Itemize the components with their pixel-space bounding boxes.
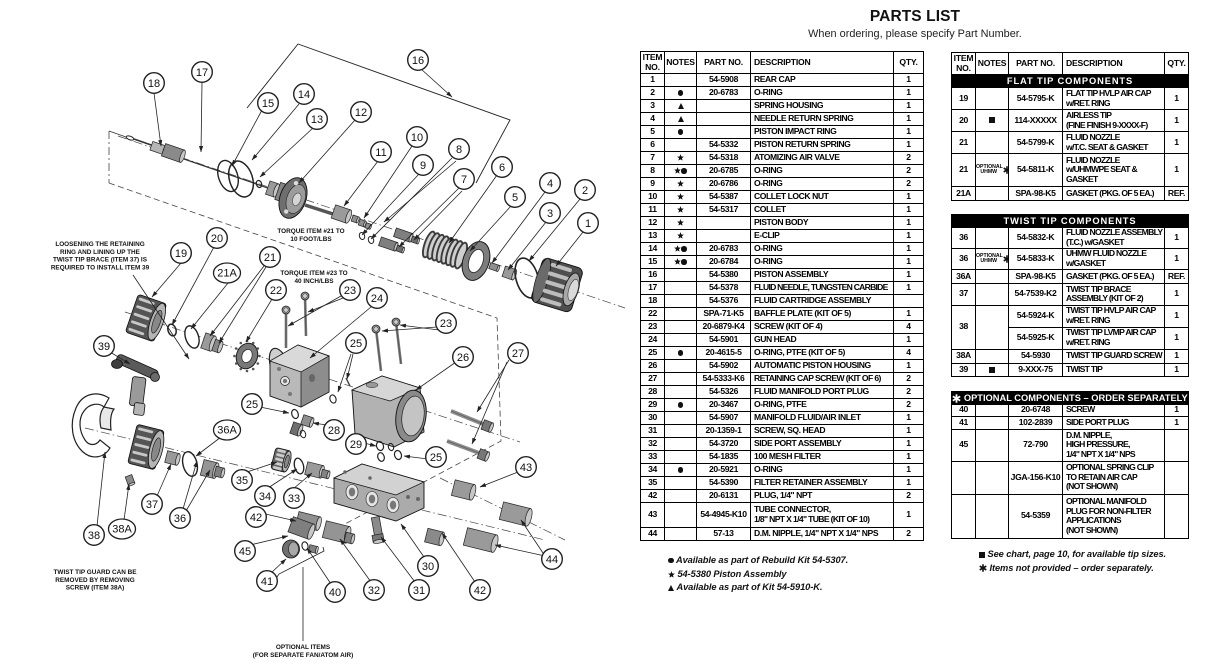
- svg-text:32: 32: [368, 585, 380, 597]
- svg-text:13: 13: [311, 114, 323, 126]
- svg-text:37: 37: [146, 499, 158, 511]
- svg-text:40: 40: [329, 587, 341, 599]
- svg-text:REQUIRED TO INSTALL ITEM 39: REQUIRED TO INSTALL ITEM 39: [51, 264, 150, 271]
- svg-text:10 FOOT/LBS: 10 FOOT/LBS: [290, 236, 332, 243]
- svg-text:31: 31: [413, 585, 425, 597]
- svg-text:45: 45: [239, 546, 251, 558]
- svg-text:21A: 21A: [217, 267, 237, 279]
- svg-text:7: 7: [461, 174, 467, 186]
- svg-text:28: 28: [328, 425, 340, 437]
- svg-text:26: 26: [457, 352, 469, 364]
- svg-text:11: 11: [375, 147, 386, 159]
- svg-text:24: 24: [371, 293, 383, 305]
- svg-text:36A: 36A: [217, 424, 237, 436]
- svg-text:3: 3: [547, 208, 553, 220]
- svg-text:44: 44: [546, 554, 558, 566]
- svg-text:20: 20: [211, 233, 223, 245]
- svg-text:41: 41: [261, 576, 273, 588]
- svg-text:36: 36: [174, 513, 186, 525]
- svg-text:1: 1: [585, 218, 591, 230]
- svg-text:23: 23: [440, 318, 452, 330]
- svg-text:SCREW (ITEM 38A): SCREW (ITEM 38A): [66, 585, 125, 592]
- svg-text:40 INCH/LBS: 40 INCH/LBS: [294, 278, 334, 285]
- svg-text:8: 8: [456, 144, 462, 156]
- svg-text:10: 10: [411, 132, 423, 144]
- svg-text:14: 14: [298, 89, 310, 101]
- svg-text:42: 42: [250, 512, 262, 524]
- svg-text:27: 27: [512, 348, 524, 360]
- svg-text:6: 6: [499, 162, 505, 174]
- svg-text:4: 4: [547, 178, 553, 190]
- svg-text:16: 16: [412, 55, 424, 67]
- svg-text:39: 39: [98, 341, 110, 353]
- svg-text:42: 42: [474, 585, 486, 597]
- svg-text:LOOSENING THE RETAINING: LOOSENING THE RETAINING: [55, 241, 144, 248]
- svg-text:17: 17: [196, 67, 208, 79]
- svg-text:TORQUE ITEM #21 TO: TORQUE ITEM #21 TO: [277, 228, 344, 235]
- svg-text:15: 15: [262, 98, 274, 110]
- svg-text:30: 30: [422, 561, 434, 573]
- svg-text:25: 25: [430, 452, 442, 464]
- svg-text:OPTIONAL ITEMS: OPTIONAL ITEMS: [276, 644, 331, 651]
- svg-text:38A: 38A: [112, 523, 132, 535]
- svg-text:9: 9: [420, 160, 426, 172]
- svg-text:RING AND LINING UP THE: RING AND LINING UP THE: [60, 249, 141, 256]
- svg-text:(FOR SEPARATE FAN/ATOM AIR): (FOR SEPARATE FAN/ATOM AIR): [253, 652, 353, 659]
- svg-text:2: 2: [582, 185, 588, 197]
- svg-text:38: 38: [88, 530, 100, 542]
- svg-text:43: 43: [520, 462, 532, 474]
- svg-text:25: 25: [350, 338, 362, 350]
- svg-text:35: 35: [236, 475, 248, 487]
- svg-text:18: 18: [148, 78, 160, 90]
- svg-text:TWIST TIP GUARD CAN BE: TWIST TIP GUARD CAN BE: [54, 569, 138, 576]
- svg-text:12: 12: [355, 107, 367, 119]
- svg-text:22: 22: [270, 285, 282, 297]
- svg-text:REMOVED BY REMOVING: REMOVED BY REMOVING: [55, 577, 134, 584]
- svg-text:29: 29: [350, 439, 362, 451]
- svg-text:5: 5: [512, 192, 518, 204]
- svg-text:33: 33: [288, 493, 300, 505]
- svg-text:TORQUE ITEM #23 TO: TORQUE ITEM #23 TO: [280, 270, 347, 277]
- svg-text:23: 23: [344, 285, 356, 297]
- svg-text:TWIST TIP BRACE (ITEM 37) IS: TWIST TIP BRACE (ITEM 37) IS: [53, 257, 148, 264]
- svg-text:34: 34: [259, 491, 271, 503]
- svg-text:25: 25: [246, 399, 258, 411]
- svg-text:21: 21: [264, 252, 276, 264]
- svg-text:19: 19: [175, 248, 187, 260]
